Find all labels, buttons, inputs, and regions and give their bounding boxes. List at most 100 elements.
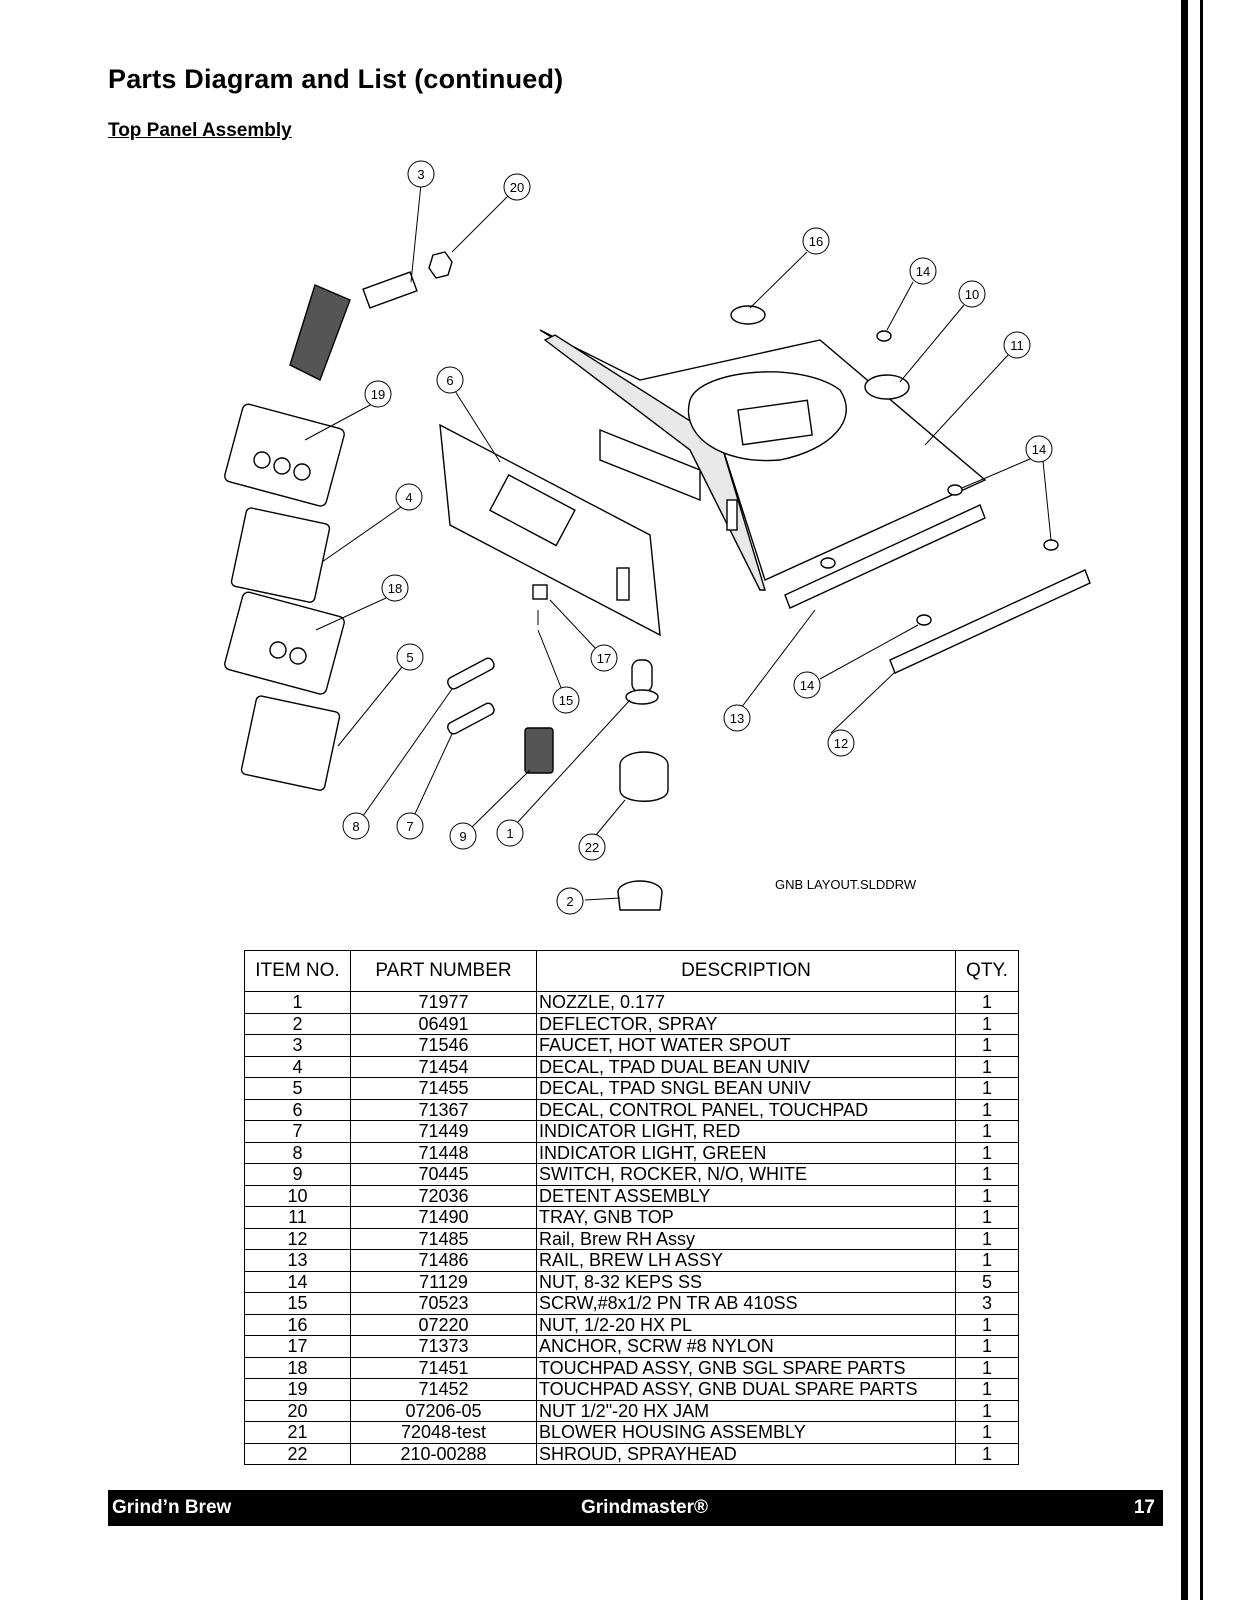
qty-cell: 1 xyxy=(955,1120,1019,1143)
description-cell: SCRW,#8x1/2 PN TR AB 410SS xyxy=(536,1292,956,1315)
qty-cell: 1 xyxy=(955,1227,1019,1250)
part-number-cell: 71977 xyxy=(350,991,537,1014)
description-cell: NOZZLE, 0.177 xyxy=(536,991,956,1014)
nut-part xyxy=(947,484,963,496)
nut-part xyxy=(820,557,836,569)
nut-part xyxy=(916,614,932,626)
description-cell: SWITCH, ROCKER, N/O, WHITE xyxy=(536,1163,956,1186)
qty-cell: 1 xyxy=(955,1055,1019,1078)
item-no-cell: 1 xyxy=(244,991,351,1014)
anchor-part xyxy=(532,584,548,600)
qty-cell: 1 xyxy=(955,1378,1019,1401)
callout-balloon: 9 xyxy=(449,822,477,850)
item-no-cell: 17 xyxy=(244,1335,351,1358)
callout-balloon: 12 xyxy=(827,729,855,757)
column-header-item-no: ITEM NO. xyxy=(244,950,351,992)
part-number-cell: 71485 xyxy=(350,1227,537,1250)
part-number-cell: 71367 xyxy=(350,1098,537,1121)
svg-text:6: 6 xyxy=(446,373,453,388)
table-header-row: ITEM NO. PART NUMBER DESCRIPTION QTY. xyxy=(244,950,1019,992)
description-cell: INDICATOR LIGHT, RED xyxy=(536,1120,956,1143)
description-cell: NUT, 1/2-20 HX PL xyxy=(536,1313,956,1336)
touchpad-single-part xyxy=(224,591,345,695)
item-no-cell: 7 xyxy=(244,1120,351,1143)
section-heading: Top Panel Assembly xyxy=(108,120,292,141)
svg-text:12: 12 xyxy=(834,736,848,751)
callout-balloon: 6 xyxy=(436,366,464,394)
description-cell: TOUCHPAD ASSY, GNB DUAL SPARE PARTS xyxy=(536,1378,956,1401)
qty-cell: 1 xyxy=(955,1335,1019,1358)
description-cell: SHROUD, SPRAYHEAD xyxy=(536,1442,956,1465)
callout-balloon: 8 xyxy=(342,812,370,840)
qty-cell: 1 xyxy=(955,1421,1019,1444)
callout-balloon: 14 xyxy=(793,671,821,699)
part-number-cell: 71451 xyxy=(350,1356,537,1379)
svg-text:9: 9 xyxy=(459,829,466,844)
qty-cell: 1 xyxy=(955,1249,1019,1272)
svg-text:7: 7 xyxy=(406,819,413,834)
svg-text:16: 16 xyxy=(809,234,823,249)
svg-text:1: 1 xyxy=(506,826,513,841)
svg-text:17: 17 xyxy=(597,651,611,666)
description-cell: FAUCET, HOT WATER SPOUT xyxy=(536,1034,956,1057)
part-number-cell: 71486 xyxy=(350,1249,537,1272)
item-no-cell: 22 xyxy=(244,1442,351,1465)
callout-balloon: 5 xyxy=(396,643,424,671)
item-no-cell: 15 xyxy=(244,1292,351,1315)
page-edge-bar xyxy=(1181,0,1188,1600)
indicator-light-green-part xyxy=(447,657,495,690)
part-number-cell: 07206-05 xyxy=(350,1399,537,1422)
exploded-parts-diagram: 3 20 16 14 10 11 6 19 14 4 18 17 5 15 14… xyxy=(224,160,1091,915)
callout-balloon: 2 xyxy=(556,887,584,915)
faucet-part xyxy=(289,271,418,381)
part-number-cell: 70523 xyxy=(350,1292,537,1315)
callout-balloon: 10 xyxy=(958,280,986,308)
svg-text:2: 2 xyxy=(566,894,573,909)
item-no-cell: 11 xyxy=(244,1206,351,1229)
touchpad-dual-part xyxy=(224,403,345,507)
decal-single-part xyxy=(240,695,341,791)
qty-cell: 1 xyxy=(955,1184,1019,1207)
part-number-cell: 71546 xyxy=(350,1034,537,1057)
nut-part xyxy=(876,330,892,342)
callout-balloon: 14 xyxy=(1025,435,1053,463)
description-cell: NUT 1/2"-20 HX JAM xyxy=(536,1399,956,1422)
decal-panel-part xyxy=(439,423,661,637)
part-number-cell: 71449 xyxy=(350,1120,537,1143)
page-footer: Grind’n Brew Grindmaster® 17 xyxy=(108,1490,1163,1526)
part-number-cell: 210-00288 xyxy=(350,1442,537,1465)
description-cell: Rail, Brew RH Assy xyxy=(536,1227,956,1250)
qty-cell: 1 xyxy=(955,1313,1019,1336)
callout-balloon: 1 xyxy=(496,819,524,847)
qty-cell: 1 xyxy=(955,1399,1019,1422)
indicator-light-red-part xyxy=(447,702,495,735)
part-number-cell: 71452 xyxy=(350,1378,537,1401)
qty-cell: 1 xyxy=(955,1034,1019,1057)
description-cell: BLOWER HOUSING ASSEMBLY xyxy=(536,1421,956,1444)
svg-text:14: 14 xyxy=(916,264,930,279)
callout-balloon: 19 xyxy=(364,380,392,408)
part-number-cell: 72048-test xyxy=(350,1421,537,1444)
description-cell: DEFLECTOR, SPRAY xyxy=(536,1012,956,1035)
callout-balloon: 7 xyxy=(396,812,424,840)
item-no-cell: 9 xyxy=(244,1163,351,1186)
item-no-cell: 8 xyxy=(244,1141,351,1164)
column-header-description: DESCRIPTION xyxy=(536,950,956,992)
svg-text:3: 3 xyxy=(417,167,424,182)
callout-balloon: 17 xyxy=(590,644,618,672)
callout-balloon: 13 xyxy=(723,704,751,732)
callout-balloon: 11 xyxy=(1003,331,1031,359)
part-number-cell: 71454 xyxy=(350,1055,537,1078)
qty-cell: 3 xyxy=(955,1292,1019,1315)
